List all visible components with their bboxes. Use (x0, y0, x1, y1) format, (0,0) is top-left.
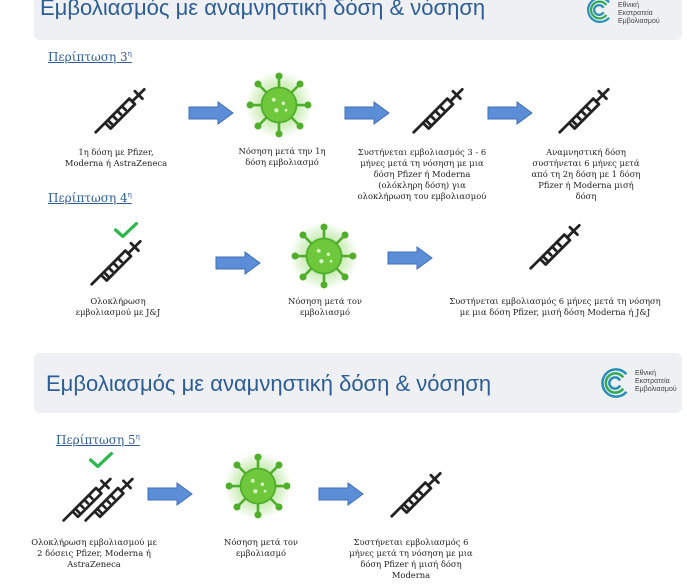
syringe-icon (527, 216, 583, 272)
case-label: Περίπτωση 5 (56, 433, 136, 447)
top-banner-title: Εμβολιασμός με αναμνηστική δόση & νόσηση (40, 0, 486, 20)
arrow-right-icon (487, 101, 533, 125)
logo-icon (586, 0, 614, 24)
arrow-right-icon (318, 482, 364, 506)
syringe-icon (92, 80, 148, 136)
case-5-step-3: Συστήνεται εμβολιασμός 6 μήνες μετά τη ν… (349, 537, 473, 580)
top-banner: Εμβολιασμός με αναμνηστική δόση & νόσηση… (34, 0, 682, 40)
logo-line: Εθνική (618, 2, 640, 9)
syringe-icon (88, 232, 144, 288)
case-5-step-2: Νόσηση μετά τον εμβολιασμό (223, 537, 298, 558)
virus-icon (289, 221, 359, 291)
case-4-step-2: Νόσηση μετά τον εμβολιασμό (287, 296, 362, 317)
arrow-right-icon (215, 251, 261, 275)
case-4-title: Περίπτωση 4η (48, 191, 132, 205)
logo-line: Εμβολιασμού (635, 386, 677, 393)
case-3-step-3: Συστήνεται εμβολιασμός 3 - 6 μήνες μετά … (357, 147, 487, 201)
case-3-step-2: Νόσηση μετά την 1η δόση εμβολιασμό (238, 146, 326, 167)
case-4-step-3: Συστήνεται εμβολιασμός 6 μήνες μετά τη ν… (449, 296, 661, 317)
syringe-icon (388, 464, 444, 520)
arrow-right-icon (188, 101, 234, 125)
logo-line: Εκστρατεία (618, 10, 653, 17)
syringe-icon (556, 80, 612, 136)
logo-line: Εθνική (635, 370, 657, 377)
case-sup: η (127, 50, 132, 58)
case-3-title: Περίπτωση 3η (48, 50, 132, 64)
case-sup: η (135, 433, 140, 441)
logo-line: Εμβολιασμού (618, 18, 660, 25)
case-4-step-1: Ολοκλήρωση εμβολιασμού με J&J (75, 296, 161, 317)
syringe-icon (82, 470, 136, 524)
case-5-step-1: Ολοκλήρωση εμβολιασμού με 2 δόσεις Pfize… (31, 537, 157, 569)
case-5-title: Περίπτωση 5η (56, 433, 140, 447)
check-icon (88, 452, 114, 468)
case-label: Περίπτωση 4 (48, 191, 128, 205)
arrow-right-icon (147, 482, 193, 506)
virus-icon (244, 70, 314, 140)
case-label: Περίπτωση 3 (48, 50, 128, 64)
syringe-icon (410, 80, 466, 136)
case-3-step-1: 1η δόση με Pfizer, Moderna ή AstraZeneca (64, 147, 168, 168)
arrow-right-icon (344, 101, 390, 125)
logo-icon (600, 367, 632, 399)
virus-icon (223, 451, 293, 521)
banner: Εμβολιασμός με αναμνηστική δόση & νόσηση… (34, 353, 682, 413)
logo-text: Εθνική Εκστρατεία Εμβολιασμού (618, 2, 660, 26)
case-3-step-4: Αναμνηστική δόση συστήνεται 6 μήνες μετά… (531, 147, 641, 201)
logo-line: Εκστρατεία (635, 378, 670, 385)
banner-title: Εμβολιασμός με αναμνηστική δόση & νόσηση (46, 371, 492, 396)
case-sup: η (127, 191, 132, 199)
arrow-right-icon (387, 246, 433, 270)
logo-text: Εθνική Εκστρατεία Εμβολιασμού (635, 370, 677, 394)
